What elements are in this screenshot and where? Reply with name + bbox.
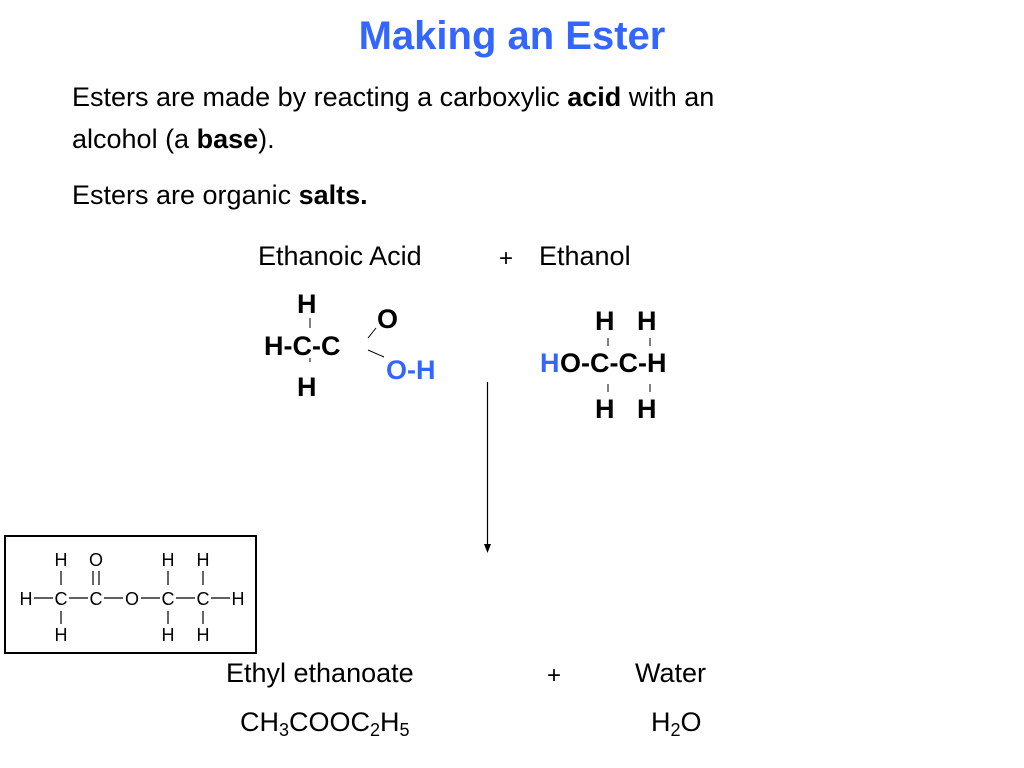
ethanol-top-h1: H [595, 306, 615, 336]
page-title: Making an Ester [358, 14, 666, 58]
products-plus: + [547, 662, 562, 689]
ester-atom: H [55, 550, 68, 570]
ester-atom: O [125, 589, 139, 609]
intro-text: Esters are organic [72, 180, 299, 210]
acid-chain: H-C-C [264, 331, 341, 361]
ester-atom: H [162, 550, 175, 570]
acid-top-h: H [297, 289, 317, 319]
ester-atom: C [162, 589, 175, 609]
ester-atom: C [55, 589, 68, 609]
ester-bonds [34, 571, 230, 624]
ethanol-bottom-h2: H [637, 394, 657, 424]
acid-keyword: acid [567, 82, 622, 112]
ester-atom: O [89, 550, 103, 570]
ethanol-chain: O-C-C-H [560, 348, 667, 378]
alcohol-name: Ethanol [539, 241, 631, 271]
ethanol-bottom-h1: H [595, 394, 615, 424]
ester-formula: CH3COOC2H5 [240, 707, 410, 740]
intro-text: Esters are made by reacting a carboxylic [72, 82, 568, 112]
salts-keyword: salts. [298, 180, 368, 210]
ethanol-bonds [607, 338, 651, 392]
ethanol-leading-h: H [540, 348, 560, 378]
ester-atom: H [197, 625, 210, 645]
acid-bonds [309, 318, 385, 362]
reactants-plus: + [499, 245, 514, 272]
ester-atom: H [55, 625, 68, 645]
ester-atom: H [197, 550, 210, 570]
acid-hydroxyl: O-H [386, 355, 436, 385]
intro-text: ). [258, 124, 275, 154]
reaction-arrow [484, 382, 491, 553]
ethanol-top-h2: H [637, 306, 657, 336]
water-name: Water [635, 658, 707, 688]
intro-line-2: alcohol (a base). [72, 119, 275, 159]
base-keyword: base [196, 124, 259, 154]
ester-atom: H [162, 625, 175, 645]
intro-line-1: Esters are made by reacting a carboxylic… [72, 77, 714, 117]
ester-atom: H [232, 589, 245, 609]
acid-bottom-h: H [297, 372, 317, 402]
ester-atom: C [90, 589, 103, 609]
ester-name: Ethyl ethanoate [226, 658, 414, 688]
ester-structure: H O H H H C C O C C H H H H [20, 550, 245, 645]
ester-atom: C [197, 589, 210, 609]
ester-atom: H [20, 589, 33, 609]
acid-oxygen: O [377, 304, 399, 334]
intro-text: alcohol (a [72, 124, 197, 154]
intro-line-3: Esters are organic salts. [72, 175, 368, 215]
acid-name: Ethanoic Acid [258, 241, 422, 271]
water-formula: H2O [651, 707, 702, 740]
intro-text: with an [621, 82, 715, 112]
ester-structure-box: H O H H H C C O C C H H H H [4, 535, 257, 654]
